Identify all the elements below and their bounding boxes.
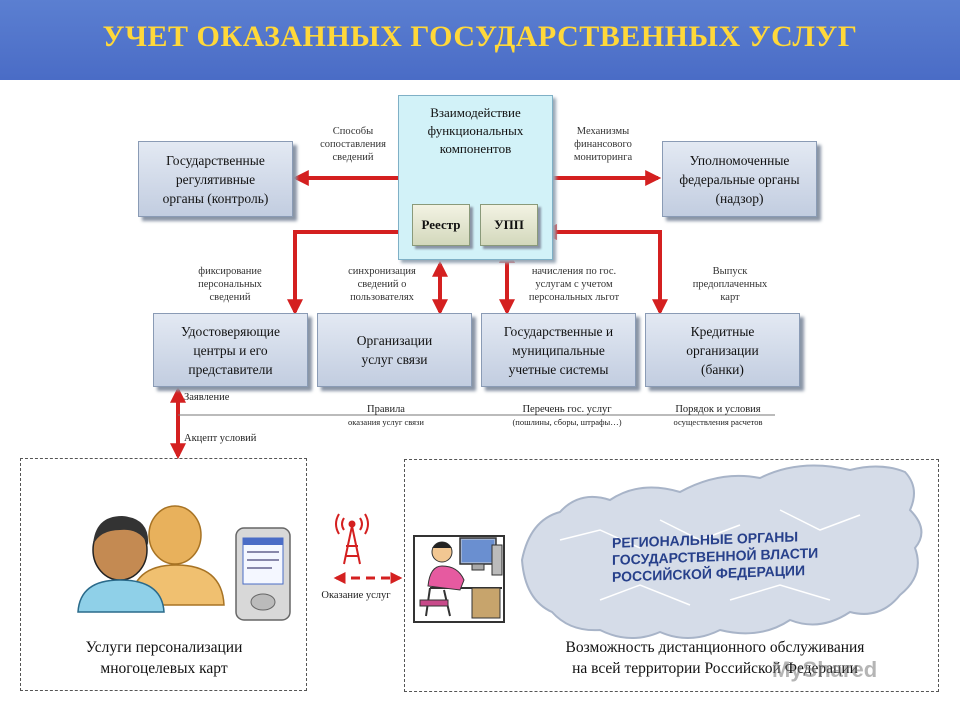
personalization-panel (20, 458, 307, 691)
label-prepaid: Выпуск предоплаченных карт (692, 266, 768, 303)
federal-bodies-box: Уполномоченные федеральные органы (надзо… (662, 141, 817, 217)
remote-service-panel (404, 459, 939, 692)
label-order: Порядок и условия осуществления расчетов (656, 392, 780, 440)
label-application: Заявление (184, 392, 230, 403)
label-charges: начисления по гос. услугам с учетом перс… (528, 266, 620, 303)
watermark: MyShared (772, 657, 878, 682)
page-title: УЧЕТ ОКАЗАННЫХ ГОСУДАРСТВЕННЫХ УСЛУГ (102, 20, 858, 53)
interaction-title: Взаимодействие функциональных компоненто… (427, 105, 524, 156)
label-order-sub: осуществления расчетов (673, 417, 763, 427)
label-monitoring: Механизмы финансового мониторинга (573, 126, 633, 163)
arrow-registry-certification (287, 224, 416, 316)
map-label: РЕГИОНАЛЬНЫЕ ОРГАНЫ ГОСУДАРСТВЕННОЙ ВЛАС… (612, 528, 819, 585)
label-order-main: Порядок и условия (675, 404, 761, 415)
header-banner: УЧЕТ ОКАЗАННЫХ ГОСУДАРСТВЕННЫХ УСЛУГ (0, 0, 960, 80)
label-sync: синхронизация сведений о пользователях (348, 266, 416, 303)
remote-service-caption: Возможность дистанционного обслуживания … (565, 639, 865, 677)
certification-centers-box: Удостоверяющие центры и его представител… (153, 313, 308, 387)
personalization-caption: Услуги персонализации многоцелевых карт (85, 639, 243, 677)
regulators-box: Государственные регулятивные органы (кон… (138, 141, 293, 217)
upp-box: УПП (480, 204, 538, 246)
label-services-list-sub: (пошлины, сборы, штрафы…) (512, 417, 622, 427)
label-accept: Акцепт условий (184, 433, 257, 444)
telecom-organizations-box: Организации услуг связи (317, 313, 472, 387)
label-rules-sub: оказания услуг связи (348, 417, 424, 427)
label-rules: Правила оказания услуг связи (330, 392, 442, 440)
accounting-systems-box: Государственные и муниципальные учетные … (481, 313, 636, 387)
label-comparison: Способы сопоставления сведений (320, 126, 386, 163)
label-provision: Оказание услуг (321, 590, 391, 601)
label-services-list: Перечень гос. услуг (пошлины, сборы, штр… (492, 392, 642, 440)
label-fixing: фиксирование персональных сведений (198, 266, 262, 303)
arrow-upp-credit (540, 224, 668, 316)
label-services-list-main: Перечень гос. услуг (522, 404, 612, 415)
registry-box: Реестр (412, 204, 470, 246)
label-rules-main: Правила (367, 404, 405, 415)
credit-organizations-box: Кредитные организации (банки) (645, 313, 800, 387)
